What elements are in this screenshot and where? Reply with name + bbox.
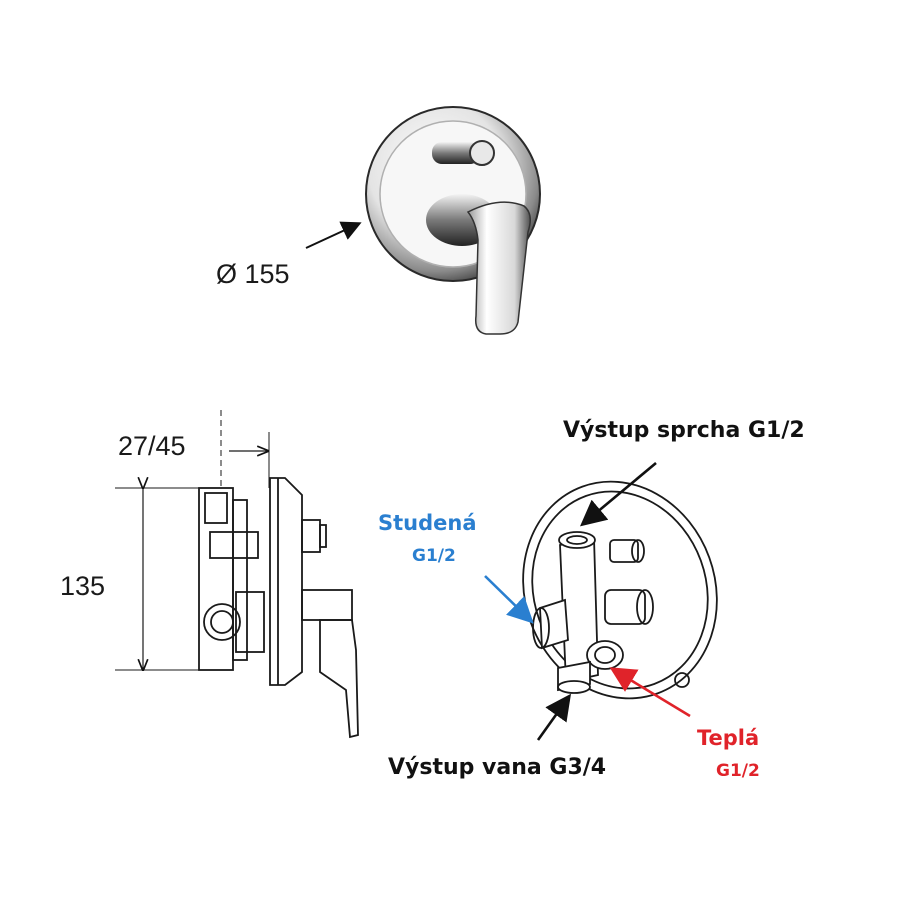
hot-inlet-label: Teplá <box>697 726 760 750</box>
shower-outlet-arrow <box>580 462 657 527</box>
bath-outlet-label: Výstup vana G3/4 <box>388 755 607 780</box>
diameter-arrow <box>305 221 362 249</box>
hot-inlet-thread: G1/2 <box>716 761 760 781</box>
cold-inlet-arrow <box>484 575 534 624</box>
cold-inlet-label: Studená <box>378 511 477 535</box>
hot-inlet-arrow <box>609 667 691 718</box>
diameter-label: Ø 155 <box>216 259 290 289</box>
shower-outlet-label: Výstup sprcha G1/2 <box>563 418 805 443</box>
side-view-drawing <box>115 410 359 739</box>
isometric-drawing <box>522 480 718 700</box>
depth-label: 27/45 <box>118 431 186 461</box>
bath-outlet-arrow <box>536 693 572 741</box>
faucet-photo <box>365 106 541 335</box>
height-label: 135 <box>60 571 106 601</box>
cold-inlet-thread: G1/2 <box>412 546 456 566</box>
